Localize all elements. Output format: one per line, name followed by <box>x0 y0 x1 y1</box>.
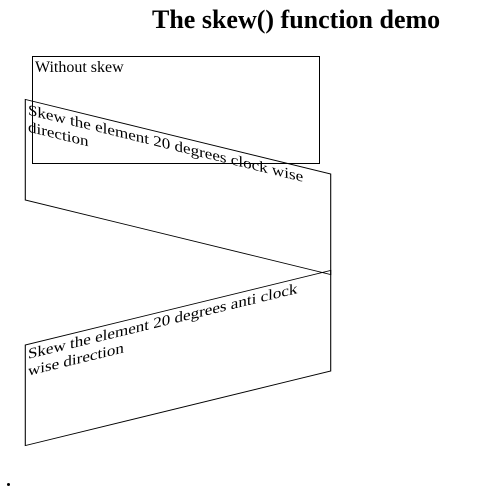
box-without-skew-label: Without skew <box>35 59 124 76</box>
box-skew-anticlockwise: Skew the element 20 degrees anti clock w… <box>24 269 332 447</box>
box-skew-anticlockwise-label: Skew the element 20 degrees anti clock w… <box>27 280 298 380</box>
box-without-skew: Without skew <box>32 56 320 164</box>
page-title: The skew() function demo <box>152 5 441 34</box>
stray-dot <box>7 483 10 486</box>
